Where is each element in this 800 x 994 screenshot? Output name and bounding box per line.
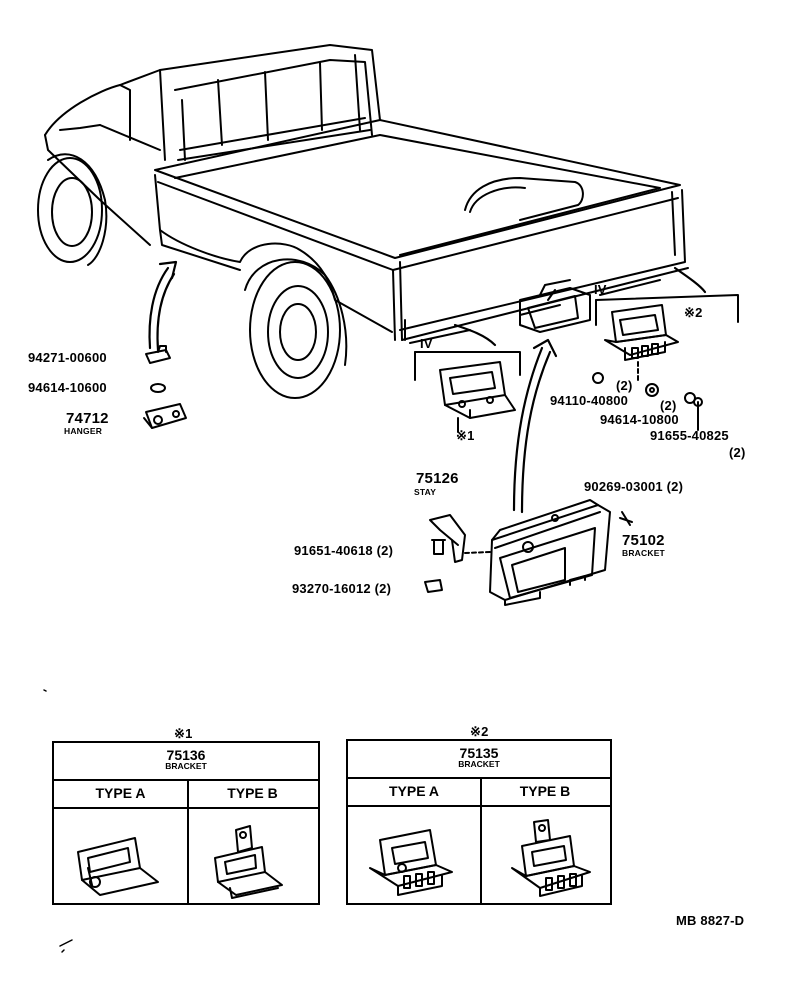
hanger-location-arrow	[148, 266, 170, 350]
license-plate-bracket-assembly	[424, 499, 633, 606]
quantity-94614-right: (2)	[660, 398, 677, 413]
part-number-75135: 75135	[459, 745, 499, 761]
part-number-94614-10800: 94614-10800	[600, 412, 679, 427]
part-number-75136: 75136	[166, 747, 206, 763]
part-number-94110-40800: 94110-40800	[550, 393, 629, 408]
column-divider	[187, 779, 189, 903]
bracket-label: BRACKET	[458, 759, 500, 769]
detail-view-left	[414, 351, 521, 433]
type-a-header: TYPE A	[348, 777, 480, 807]
bracket-label: BRACKET	[165, 761, 207, 771]
table-2-mark: ※2	[470, 724, 489, 739]
bracket-label: BRACKET	[622, 548, 665, 558]
detail-view-right	[592, 294, 739, 431]
part-number-91651-40618: 91651-40618 (2)	[294, 543, 393, 558]
rear-mounted-bracket	[519, 279, 591, 333]
bracket-75135-table: 75135 BRACKET TYPE A TYPE B	[346, 739, 612, 905]
type-a-header: TYPE A	[54, 779, 187, 809]
stay-label: STAY	[414, 487, 437, 497]
pickup-truck-illustration	[37, 44, 689, 399]
part-number-text: 93270-16012	[292, 581, 371, 596]
part-number-text: 90269-03001	[584, 479, 663, 494]
part-number-90269-03001: 90269-03001 (2)	[584, 479, 683, 494]
view-iv-left-label: IV	[420, 336, 433, 351]
table-header: 75135 BRACKET	[348, 741, 610, 779]
part-number-75126: 75126	[416, 470, 459, 487]
quantity-text: (2)	[376, 543, 394, 558]
table-header: 75136 BRACKET	[54, 743, 318, 781]
quantity-text: (2)	[374, 581, 392, 596]
part-number-93270-16012: 93270-16012 (2)	[292, 581, 391, 596]
column-divider	[480, 777, 482, 903]
drawing-code: MB 8827-D	[676, 913, 745, 928]
quantity-94110: (2)	[616, 378, 633, 393]
quantity-91655: (2)	[729, 445, 746, 460]
type-b-header: TYPE B	[480, 777, 610, 807]
bracket-75136-type-b-drawing	[214, 825, 283, 899]
part-number-text: 91651-40618	[294, 543, 373, 558]
bracket-75135-type-a-drawing	[369, 829, 453, 896]
view-iv-right-label: IV	[594, 282, 607, 297]
type-b-header: TYPE B	[187, 779, 318, 809]
hanger-label: HANGER	[64, 426, 103, 436]
bracket-75136-type-a-drawing	[77, 837, 159, 896]
mark-1-callout: ※1	[456, 428, 475, 443]
quantity-text: (2)	[666, 479, 684, 494]
bracket-75135-type-b-drawing	[511, 819, 591, 897]
bracket-75136-table: 75136 BRACKET TYPE A TYPE B	[52, 741, 320, 905]
part-number-94271-00600: 94271-00600	[28, 350, 107, 365]
bracket-location-arrow	[512, 346, 544, 512]
part-number-91655-40825: 91655-40825	[650, 428, 729, 443]
location-arrows	[148, 260, 707, 514]
part-number-94614-10600: 94614-10600	[28, 380, 107, 395]
part-number-74712: 74712	[66, 410, 109, 427]
table-1-mark: ※1	[174, 726, 193, 741]
mark-2-callout: ※2	[684, 305, 703, 320]
left-small-parts	[143, 345, 187, 429]
part-number-75102: 75102	[622, 532, 665, 549]
